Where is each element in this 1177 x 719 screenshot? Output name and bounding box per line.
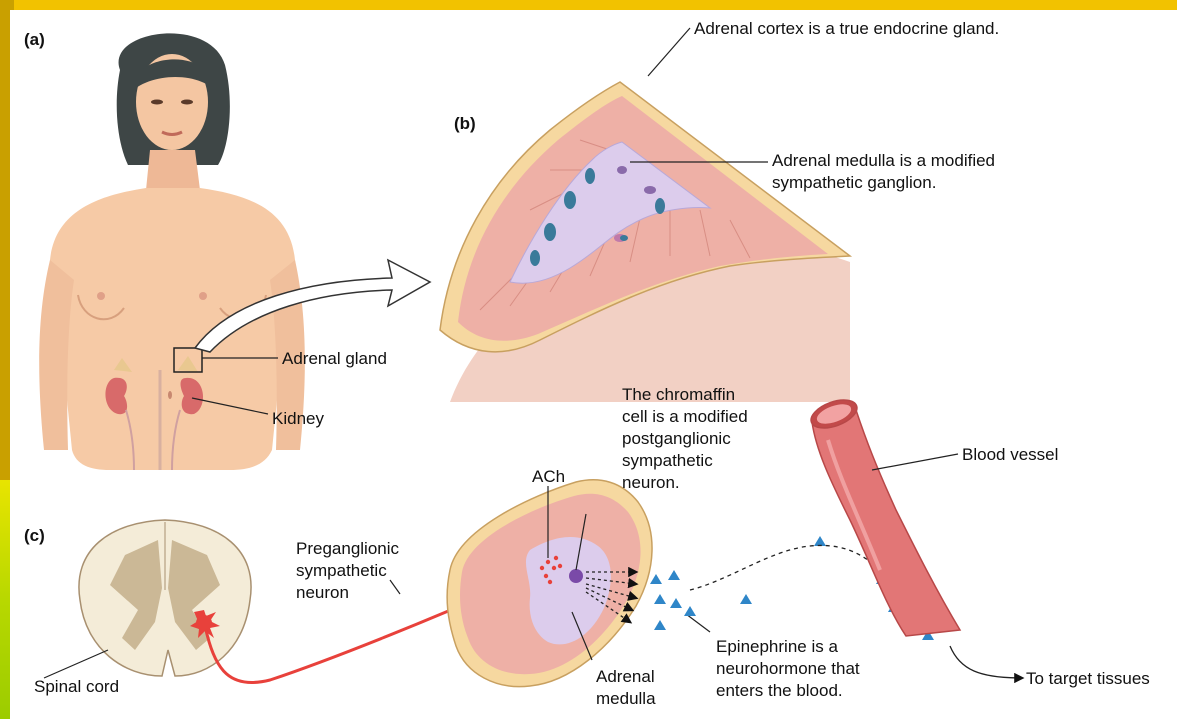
label-medulla-2: sympathetic ganglion. — [772, 172, 936, 193]
label-preganglionic-3: neuron — [296, 582, 349, 603]
adrenal-section — [440, 82, 850, 402]
chromaffin-cell — [569, 569, 583, 583]
label-chromaffin-3: postganglionic — [622, 428, 731, 449]
panel-label-c: (c) — [24, 526, 45, 546]
panel-label-b: (b) — [454, 114, 476, 134]
leader-blood-vessel — [872, 454, 958, 470]
label-adrenal-gland: Adrenal gland — [282, 348, 387, 369]
label-preganglionic-2: sympathetic — [296, 560, 387, 581]
label-blood-vessel: Blood vessel — [962, 444, 1058, 465]
blood-vessel — [807, 395, 960, 636]
leader-preganglionic — [390, 580, 400, 594]
label-preganglionic-1: Preganglionic — [296, 538, 399, 559]
label-spinal-cord: Spinal cord — [34, 676, 119, 697]
spinal-cord — [79, 520, 251, 676]
adrenal-small — [447, 480, 652, 687]
leader-cortex — [648, 28, 690, 76]
label-adrenal-medulla-1: Adrenal — [596, 666, 655, 687]
diagram-canvas: (a) (b) (c) Adrenal gland Kidney Adrenal… — [10, 10, 1177, 719]
label-epinephrine-3: enters the blood. — [716, 680, 843, 701]
leader-epinephrine — [686, 614, 710, 632]
label-adrenal-medulla-2: medulla — [596, 688, 656, 709]
label-chromaffin-5: neuron. — [622, 472, 680, 493]
label-epinephrine-2: neurohormone that — [716, 658, 860, 679]
target-arrow — [950, 646, 1022, 678]
hormone-path — [690, 545, 886, 590]
leader-spinal-cord — [44, 650, 108, 678]
label-kidney: Kidney — [272, 408, 324, 429]
label-medulla-1: Adrenal medulla is a modified — [772, 150, 995, 171]
label-chromaffin-2: cell is a modified — [622, 406, 748, 427]
diagram-svg — [10, 10, 1177, 719]
label-cortex: Adrenal cortex is a true endocrine gland… — [694, 18, 999, 39]
torso-shape — [49, 188, 296, 470]
label-epinephrine-1: Epinephrine is a — [716, 636, 838, 657]
label-target-tissues: To target tissues — [1026, 668, 1150, 689]
label-ach: ACh — [532, 466, 565, 487]
label-chromaffin-4: sympathetic — [622, 450, 713, 471]
panel-label-a: (a) — [24, 30, 45, 50]
human-figure — [39, 33, 305, 470]
label-chromaffin-1: The chromaffin — [622, 384, 735, 405]
